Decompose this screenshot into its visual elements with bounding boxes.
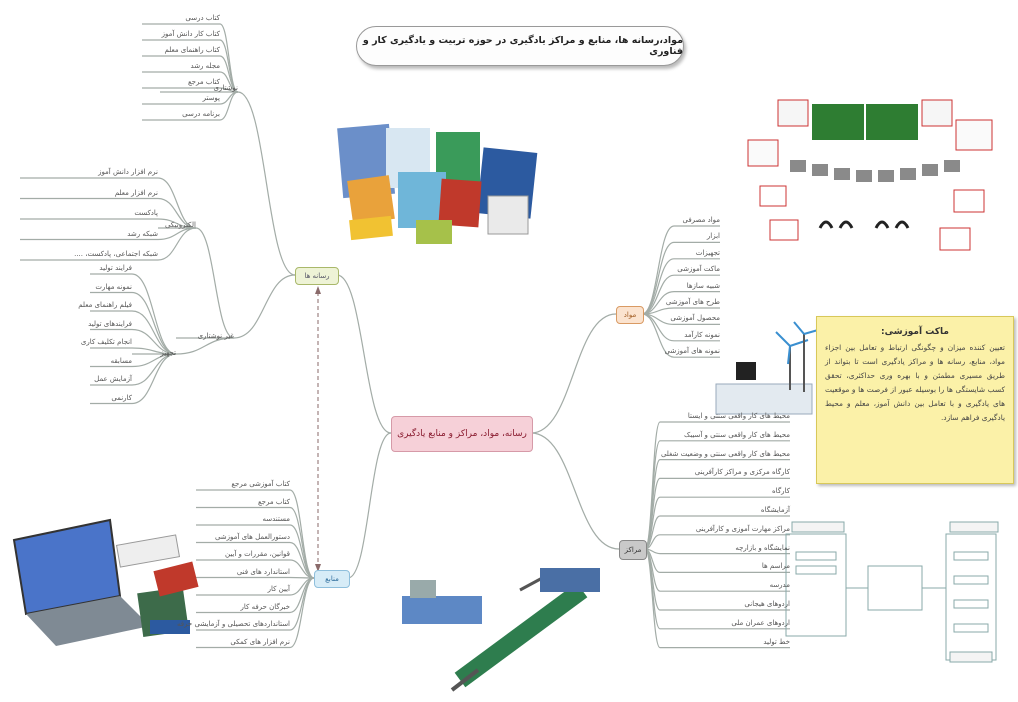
branch-line xyxy=(289,577,315,649)
leaf-item[interactable]: نمونه های آموزشی xyxy=(664,347,720,356)
label-equipment[interactable]: تجهیز xyxy=(160,349,176,357)
leaf-item[interactable]: آزمایشگاه xyxy=(760,506,790,514)
leaf-item[interactable]: کارنمی xyxy=(111,393,132,402)
branch-line xyxy=(157,227,197,261)
leaf-item[interactable]: مراکز مهارت آموزی و کارآفرینی xyxy=(695,524,790,533)
branch-line xyxy=(336,274,392,434)
branch-line xyxy=(219,55,239,93)
branch-line xyxy=(289,577,315,614)
arrow-up-icon xyxy=(315,286,321,294)
branch-line xyxy=(289,506,315,579)
leaf-item[interactable]: کتاب مرجع xyxy=(257,497,290,506)
branch-line xyxy=(131,273,177,355)
leaf-item[interactable]: کارگاه xyxy=(772,487,790,496)
branch-line xyxy=(131,310,177,355)
leaf-item[interactable]: کتاب راهنمای معلم xyxy=(164,46,220,54)
arrow-down-icon xyxy=(315,564,321,572)
callout-heading: ماکت آموزشی: xyxy=(881,327,949,337)
leaf-item[interactable]: کتاب کار دانش آموز xyxy=(161,30,220,38)
leaf-item[interactable]: نمونه مهارت xyxy=(95,282,132,291)
leaf-item[interactable]: آزمایش عمل xyxy=(94,375,132,383)
leaf-item[interactable]: ماکت آموزشی xyxy=(677,265,720,274)
diagram-title: مواد،رسانه ها، منابع و مراکز یادگیری در … xyxy=(356,26,684,66)
wind-turbine-model-image xyxy=(715,321,819,415)
node-sources[interactable]: منابع xyxy=(314,570,350,588)
leaf-item[interactable]: ابزار xyxy=(706,232,720,241)
leaf-item[interactable]: محیط های کار واقعی سنتی و وضعیت شغلی xyxy=(660,449,790,458)
callout-educational-model: ماکت آموزشی: تعیین کننده میزان و چگونگی … xyxy=(816,316,1014,484)
leaf-item[interactable]: مراسم ها xyxy=(761,562,790,571)
leaf-item[interactable]: فرایند تولید xyxy=(99,264,132,272)
leaf-item[interactable]: اردوهای عمران ملی xyxy=(731,618,790,627)
laptop-books-image xyxy=(12,518,199,646)
branch-line xyxy=(237,91,296,276)
leaf-item[interactable]: خبرگان حرفه کار xyxy=(240,602,291,611)
leaf-item[interactable]: پادکست xyxy=(134,209,158,217)
branch-line xyxy=(289,576,315,579)
leaf-item[interactable]: قوانین، مقررات و آیین xyxy=(224,550,290,558)
conveyor-machine-image xyxy=(402,568,600,692)
leaf-item[interactable]: نمایشگاه و بازارچه xyxy=(735,543,790,552)
central-node[interactable]: رسانه، مواد، مراکز و منابع یادگیری xyxy=(391,416,533,452)
callout-text: تعیین کننده میزان و چگونگی ارتباط و تعام… xyxy=(825,343,1005,422)
flow-diagram-image xyxy=(785,521,999,663)
leaf-item[interactable]: شبکه رشد xyxy=(127,229,158,238)
label-print[interactable]: نوشتاری xyxy=(213,84,238,92)
leaf-item[interactable]: نرم افزار دانش آموز xyxy=(98,168,158,176)
leaf-item[interactable]: مستندسه xyxy=(262,515,290,523)
node-centers[interactable]: مراکز xyxy=(619,540,647,560)
leaf-item[interactable]: مدرسه xyxy=(769,581,790,590)
branch-line xyxy=(530,313,617,434)
leaf-item[interactable]: اردوهای هیجانی xyxy=(744,600,790,608)
branch-line xyxy=(347,432,392,579)
leaf-item[interactable]: طرح های آموزشی xyxy=(665,298,720,306)
leaf-item[interactable]: نمونه کارآمد xyxy=(684,330,720,339)
leaf-item[interactable]: خط تولید xyxy=(763,637,790,646)
branch-line xyxy=(131,353,177,386)
leaf-item[interactable]: محصول آموزشی xyxy=(670,314,720,323)
leaf-item[interactable]: تجهیزات xyxy=(695,248,720,257)
branch-line xyxy=(131,353,177,405)
leaf-item[interactable]: برنامه درسی xyxy=(182,110,220,118)
label-nonprint[interactable]: غیر نوشتاری xyxy=(197,332,234,340)
node-media[interactable]: رسانه ها xyxy=(295,267,339,285)
leaf-item[interactable]: محیط های کار واقعی سنتی و آسیبک xyxy=(683,430,790,439)
branch-line xyxy=(289,541,315,579)
branch-line xyxy=(195,227,235,339)
leaf-item[interactable]: فیلم راهنمای معلم xyxy=(78,301,132,309)
node-materials[interactable]: مواد xyxy=(616,306,644,324)
leaf-item[interactable]: کارگاه مرکزی و مراکز کارآفرینی xyxy=(694,468,790,477)
branch-line xyxy=(219,91,239,121)
branch-line xyxy=(644,548,661,649)
branch-line xyxy=(131,291,177,355)
leaf-item[interactable]: مسابقه xyxy=(110,356,132,365)
leaf-item[interactable]: مواد مصرفی xyxy=(682,216,720,224)
leaf-item[interactable]: پوستر xyxy=(202,94,220,102)
leaf-item[interactable]: نرم افزار معلم xyxy=(114,188,158,197)
leaf-item[interactable]: مجله رشد xyxy=(190,62,220,70)
leaf-item[interactable]: شبکه اجتماعی، پادکست، .... xyxy=(74,250,158,258)
leaf-item[interactable]: استانداردهای تحصیلی و آزمایشی حرفه xyxy=(176,620,290,628)
branch-line xyxy=(530,432,620,550)
training-kit-image xyxy=(747,99,993,251)
leaf-item[interactable]: انجام تکلیف کاری xyxy=(80,338,132,346)
leaf-item[interactable]: آیین کار xyxy=(267,585,290,593)
branch-line xyxy=(289,489,315,579)
books-collage-image xyxy=(337,123,538,244)
label-electronic[interactable]: الکترونیکی xyxy=(164,221,196,229)
branch-line xyxy=(219,91,239,105)
leaf-item[interactable]: فرایندهای تولید xyxy=(88,319,132,328)
branch-line xyxy=(233,274,296,339)
leaf-item[interactable]: نرم افزار های کمکی xyxy=(230,637,290,646)
leaf-item[interactable]: کتاب درسی xyxy=(185,14,220,22)
leaf-item[interactable]: دستورالعمل های آموزشی xyxy=(214,532,290,541)
branch-line xyxy=(641,313,675,358)
leaf-item[interactable]: استاندارد های فنی xyxy=(236,567,290,576)
leaf-item[interactable]: شبیه سازها xyxy=(686,281,720,290)
leaf-item[interactable]: محیط های کار واقعی سنتی و ایستا xyxy=(687,412,790,420)
leaf-item[interactable]: کتاب آموزشی مرجع xyxy=(231,480,290,488)
leaf-item[interactable]: کتاب مرجع xyxy=(187,78,220,86)
